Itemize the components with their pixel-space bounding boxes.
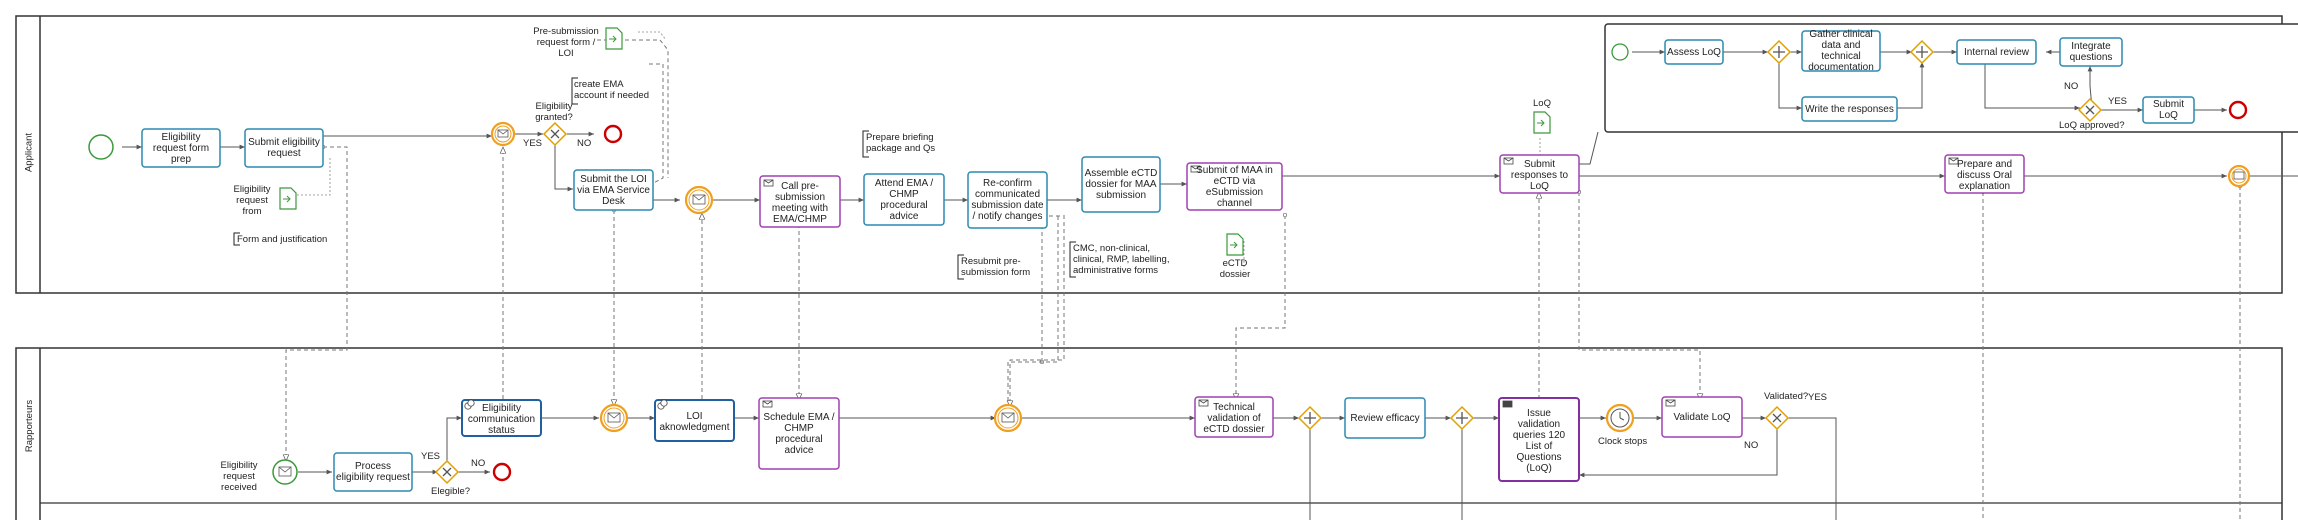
task-process-eligibility[interactable]: Process eligibility request: [336, 461, 410, 483]
gateway-validated: [1764, 405, 1790, 431]
parallel-gateway: [1297, 405, 1323, 431]
label-no: NO: [471, 458, 486, 469]
start-event: [88, 134, 114, 160]
task-prepare-oral[interactable]: Prepare and discuss Oral explanation: [1956, 158, 2013, 192]
label-yes: YES: [1808, 392, 1828, 403]
data-eligibility-request-from: Eligibility request from: [233, 184, 271, 217]
task-eligibility-form-prep[interactable]: Eligibility request form prep: [152, 131, 210, 165]
message-catch-event: [2227, 164, 2251, 188]
data-ectd-dossier: eCTD dossier: [1219, 258, 1251, 280]
clock-icon: [1605, 403, 1635, 433]
label-eligibility-request-received: Eligibility request received: [220, 460, 258, 493]
task-call-presubmission[interactable]: Call pre-submission meeting with EMA/CHM…: [771, 180, 829, 225]
annotation-form-justification: Form and justification: [237, 234, 328, 245]
message-catch-event: [993, 403, 1023, 433]
task-schedule-ema[interactable]: Schedule EMA / CHMP procedural advice: [763, 411, 835, 456]
task-assess-loq[interactable]: Assess LoQ: [1667, 46, 1721, 58]
message-catch-event: [490, 121, 516, 147]
task-submit-loq[interactable]: Submit LoQ: [2152, 99, 2185, 121]
end-event-not-granted: [603, 124, 623, 144]
data-loq: LoQ: [1533, 98, 1551, 109]
label-no: NO: [1744, 440, 1759, 451]
task-loi-ack[interactable]: LOI aknowledgment: [659, 410, 730, 433]
annotation-resubmit-form: Resubmit pre-submission form: [961, 256, 1031, 278]
task-reconfirm[interactable]: Re-confirm communicated submission date …: [971, 178, 1044, 222]
annotation-create-ema-account: create EMA account if needed: [574, 79, 650, 101]
message-start-event: [272, 459, 298, 485]
gateway-eligibility-granted: [542, 121, 568, 147]
task-assemble-ectd[interactable]: Assemble eCTD dossier for MAA submission: [1084, 168, 1158, 201]
task-gather-clinical[interactable]: Gather clinical data and technical docum…: [1808, 29, 1874, 73]
task-attend-ema[interactable]: Attend EMA / CHMP procedural advice: [874, 177, 934, 222]
label-yes: YES: [2108, 96, 2128, 107]
annotation-prepare-briefing: Prepare briefing package and Qs: [866, 132, 936, 154]
task-review-efficacy[interactable]: Review efficacy: [1350, 412, 1420, 424]
task-submit-responses[interactable]: Submit responses to LoQ: [1510, 158, 1569, 192]
pool-label-applicant: Applicant: [23, 132, 35, 173]
label-no: NO: [577, 138, 592, 149]
task-validate-loq[interactable]: Validate LoQ: [1673, 411, 1731, 423]
task-write-responses[interactable]: Write the responses: [1805, 103, 1894, 115]
annotation-ctd-modules: CMC, non-clinical, clinical, RMP, labell…: [1073, 243, 1170, 276]
gateway-elegible: [434, 459, 460, 485]
message-catch-event: [684, 185, 714, 215]
pool-label-rapporteurs: Rapporteurs: [24, 399, 35, 453]
message-catch-event: [599, 403, 629, 433]
task-submit-maa[interactable]: Submit of MAA in eCTD via eSubmission ch…: [1196, 164, 1273, 209]
end-event-not-eligible: [492, 462, 512, 482]
task-submit-eligibility[interactable]: Submit eligibility request: [248, 137, 320, 159]
gateway-loq-approved: [2077, 97, 2103, 123]
label-eligibility-granted: Eligibility granted?: [535, 101, 573, 123]
task-integrate-questions[interactable]: Integrate questions: [2069, 41, 2113, 63]
task-internal-review[interactable]: Internal review: [1963, 46, 2030, 58]
rapporteurs-pool: [15, 347, 2283, 520]
label-no: NO: [2064, 81, 2079, 92]
parallel-gateway: [1449, 405, 1475, 431]
subprocess-start-event: [1611, 43, 1629, 61]
label-elegible: Elegible?: [431, 486, 471, 497]
task-submit-loi[interactable]: Submit the LOI via EMA Service Desk: [577, 173, 650, 207]
task-eligibility-status[interactable]: Eligibility communication status: [467, 402, 536, 436]
label-validated: Validated?: [1764, 391, 1809, 402]
subprocess-end-event: [2228, 100, 2248, 120]
parallel-gateway: [1766, 39, 1792, 65]
task-issue-validation[interactable]: Issue validation queries 120 List of Que…: [1512, 407, 1566, 474]
label-yes: YES: [421, 451, 441, 462]
task-technical-validation[interactable]: Technical validation of eCTD dossier: [1203, 401, 1265, 435]
data-presubmission-form: Pre-submission request form / LOI: [533, 26, 599, 59]
label-clock-stops: Clock stops: [1598, 436, 1648, 447]
label-yes: YES: [523, 138, 543, 149]
label-loq-approved: LoQ approved?: [2059, 120, 2125, 131]
parallel-gateway: [1909, 39, 1935, 65]
